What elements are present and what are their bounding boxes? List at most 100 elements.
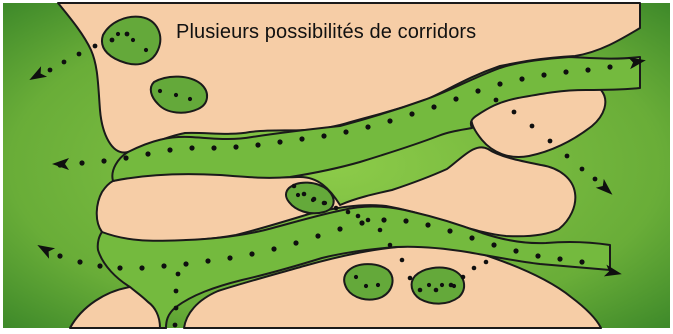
dot-upper-19 bbox=[475, 88, 480, 93]
dot-upper-9 bbox=[255, 142, 260, 147]
dot-lower-0 bbox=[57, 253, 62, 258]
dot-upper-16 bbox=[409, 111, 414, 116]
dot-patch-8 bbox=[323, 201, 327, 205]
dot-lower-19 bbox=[469, 235, 474, 240]
dot-patch-3 bbox=[158, 89, 162, 93]
dot-stone-5 bbox=[346, 210, 351, 215]
dot-branch-4 bbox=[565, 154, 570, 159]
dot-vertical-3 bbox=[173, 323, 178, 328]
dot-vertical-2 bbox=[174, 306, 179, 311]
dot-upper-21 bbox=[519, 76, 524, 81]
dot-patch-4 bbox=[174, 93, 178, 97]
patch-bottom-right bbox=[412, 268, 465, 304]
dot-lower-23 bbox=[557, 256, 562, 261]
dot-patch-13 bbox=[440, 283, 444, 287]
dot-stone-12 bbox=[418, 288, 423, 293]
dot-patch-7 bbox=[311, 198, 315, 202]
dot-stone-1 bbox=[302, 192, 307, 197]
dot-upper-15 bbox=[387, 118, 392, 123]
dot-upper-18 bbox=[453, 96, 458, 101]
dot-patch-12 bbox=[427, 283, 431, 287]
dot-lower-14 bbox=[359, 220, 364, 225]
dot-stone-11 bbox=[408, 276, 413, 281]
dot-patch-5 bbox=[188, 97, 192, 101]
dot-lower-24 bbox=[579, 259, 584, 264]
dot-upper-13 bbox=[343, 129, 348, 134]
dot-lower-8 bbox=[227, 255, 232, 260]
dot-branch-0 bbox=[494, 98, 499, 103]
dot-patch-9 bbox=[354, 275, 358, 279]
dot-branch-1 bbox=[512, 110, 517, 115]
dot-lower-5 bbox=[161, 263, 166, 268]
dot-lower-13 bbox=[337, 226, 342, 231]
dot-upper-11 bbox=[299, 136, 304, 141]
dot-lower-6 bbox=[183, 261, 188, 266]
dot-lower-17 bbox=[425, 222, 430, 227]
dot-top-left-1 bbox=[62, 60, 67, 65]
dot-upper-4 bbox=[145, 151, 150, 156]
dot-branch-5 bbox=[580, 167, 585, 172]
dot-patch-6 bbox=[296, 193, 300, 197]
dot-lower-22 bbox=[535, 253, 540, 258]
dot-stone-16 bbox=[472, 266, 477, 271]
dot-stone-10 bbox=[400, 258, 405, 263]
dot-lower-11 bbox=[293, 240, 298, 245]
dot-lower-2 bbox=[97, 263, 102, 268]
dot-branch-3 bbox=[548, 139, 553, 144]
dot-upper-3 bbox=[123, 155, 128, 160]
dot-upper-10 bbox=[277, 139, 282, 144]
patch-bottom-center bbox=[344, 264, 392, 299]
dot-lower-12 bbox=[315, 233, 320, 238]
dot-upper-8 bbox=[233, 144, 238, 149]
dot-top-left-4 bbox=[110, 38, 115, 43]
dot-upper-5 bbox=[167, 147, 172, 152]
dot-lower-9 bbox=[249, 251, 254, 256]
dot-lower-10 bbox=[271, 246, 276, 251]
dot-branch-2 bbox=[530, 124, 535, 129]
dot-stone-8 bbox=[378, 228, 383, 233]
dot-lower-4 bbox=[139, 265, 144, 270]
dot-patch-1 bbox=[131, 38, 135, 42]
dot-stone-0 bbox=[292, 184, 297, 189]
dot-upper-7 bbox=[211, 145, 216, 150]
dot-upper-20 bbox=[497, 81, 502, 86]
dot-upper-2 bbox=[101, 158, 106, 163]
dot-upper-6 bbox=[189, 145, 194, 150]
dot-lower-15 bbox=[381, 217, 386, 222]
dot-lower-16 bbox=[403, 218, 408, 223]
dot-lower-18 bbox=[447, 228, 452, 233]
dot-stone-15 bbox=[461, 275, 466, 280]
dot-branch-6 bbox=[593, 177, 598, 182]
dot-top-left-3 bbox=[93, 44, 98, 49]
dot-patch-11 bbox=[376, 283, 380, 287]
dot-stone-6 bbox=[356, 214, 361, 219]
dot-stone-4 bbox=[334, 206, 339, 211]
dot-upper-12 bbox=[321, 133, 326, 138]
dot-lower-1 bbox=[77, 259, 82, 264]
dot-upper-17 bbox=[431, 104, 436, 109]
dot-lower-20 bbox=[491, 242, 496, 247]
dot-upper-22 bbox=[541, 72, 546, 77]
dot-lower-7 bbox=[205, 258, 210, 263]
dot-lower-3 bbox=[117, 265, 122, 270]
dot-top-left-0 bbox=[48, 68, 53, 73]
dot-stone-9 bbox=[388, 243, 393, 248]
dot-upper-14 bbox=[365, 124, 370, 129]
dot-lower-21 bbox=[513, 248, 518, 253]
dot-upper-23 bbox=[563, 69, 568, 74]
dot-stone-7 bbox=[366, 218, 371, 223]
dot-upper-24 bbox=[585, 67, 590, 72]
dot-top-left-2 bbox=[77, 52, 82, 57]
diagram-title: Plusieurs possibilités de corridors bbox=[176, 21, 476, 43]
dot-upper-25 bbox=[607, 64, 612, 69]
dot-patch-10 bbox=[364, 284, 368, 288]
dot-patch-0 bbox=[116, 32, 120, 36]
dot-patch-14 bbox=[452, 284, 456, 288]
dot-top-left-5 bbox=[125, 32, 130, 37]
dot-patch-2 bbox=[144, 48, 148, 52]
dot-stone-13 bbox=[434, 288, 439, 293]
dot-upper-1 bbox=[79, 160, 84, 165]
dot-vertical-0 bbox=[176, 272, 181, 277]
